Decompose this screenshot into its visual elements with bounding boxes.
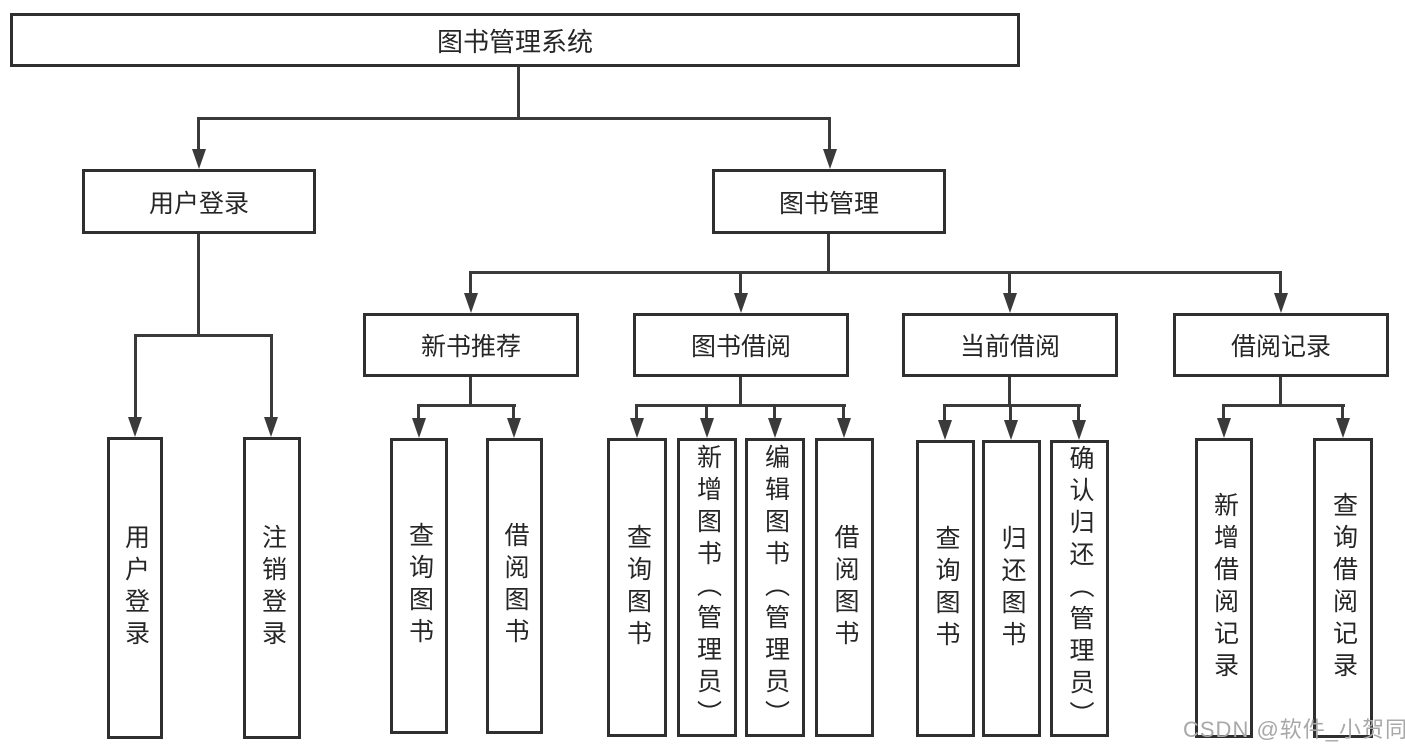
arrow-down-icon — [1003, 293, 1017, 313]
arrow-down-icon — [412, 418, 426, 438]
connector-hline — [635, 404, 846, 407]
connector-hline — [417, 404, 516, 407]
watermark: CSDN @软件_小贺同学 — [1183, 717, 1405, 742]
leaf-current-confirm-return-admin: 确认归还（管理员） — [1050, 440, 1109, 737]
arrow-down-icon — [700, 418, 714, 438]
connector-hline — [134, 334, 273, 337]
connector-vline — [705, 404, 708, 420]
leaf-borrowing-add-books-admin: 新增图书（管理员） — [677, 438, 737, 737]
arrow-down-icon — [1072, 420, 1086, 440]
connector-vline — [134, 334, 137, 418]
connector-vline — [469, 271, 472, 295]
arrow-down-icon — [1336, 418, 1350, 438]
arrow-down-icon — [1004, 420, 1018, 440]
connector-vline — [417, 404, 420, 420]
connector-vline — [827, 234, 830, 274]
connector-vline — [1008, 377, 1011, 407]
node-current-borrowing: 当前借阅 — [902, 313, 1118, 377]
connector-hline — [1222, 404, 1345, 407]
leaf-newrec-borrow-books: 借阅图书 — [486, 438, 543, 734]
arrow-down-icon — [938, 420, 952, 440]
node-borrowing-records: 借阅记录 — [1173, 313, 1389, 377]
node-book-management: 图书管理 — [712, 169, 946, 234]
leaf-borrowing-edit-books-admin: 编辑图书（管理员） — [745, 438, 805, 737]
arrow-down-icon — [464, 293, 478, 313]
leaf-current-return-books: 归还图书 — [982, 440, 1041, 737]
connector-vline — [512, 404, 515, 420]
connector-vline — [739, 271, 742, 295]
connector-vline — [197, 117, 200, 150]
connector-hline — [469, 271, 1282, 274]
connector-hline — [943, 404, 1081, 407]
connector-vline — [1222, 404, 1225, 420]
arrow-down-icon — [630, 418, 644, 438]
connector-vline — [1077, 404, 1080, 422]
arrow-down-icon — [734, 293, 748, 313]
connector-vline — [197, 234, 200, 337]
connector-vline — [1279, 377, 1282, 407]
leaf-user-login: 用户登录 — [107, 437, 163, 739]
connector-vline — [1009, 404, 1012, 422]
node-new-book-recommendation: 新书推荐 — [363, 313, 579, 377]
leaf-borrowing-query-books: 查询图书 — [607, 438, 667, 737]
leaf-current-query-books: 查询图书 — [916, 440, 975, 737]
leaf-borrowing-borrow-books: 借阅图书 — [815, 438, 874, 737]
connector-vline — [517, 67, 520, 118]
leaf-newrec-query-books: 查询图书 — [390, 438, 448, 734]
connector-vline — [469, 377, 472, 407]
node-library-management-system: 图书管理系统 — [10, 13, 1020, 67]
connector-vline — [943, 404, 946, 422]
leaf-logout: 注销登录 — [243, 437, 301, 739]
connector-vline — [828, 117, 831, 150]
connector-hline — [197, 117, 831, 120]
arrow-down-icon — [1274, 293, 1288, 313]
connector-vline — [270, 334, 273, 418]
connector-vline — [1341, 404, 1344, 420]
arrow-down-icon — [192, 149, 206, 169]
connector-vline — [739, 377, 742, 407]
arrow-down-icon — [128, 417, 142, 437]
arrow-down-icon — [1217, 418, 1231, 438]
connector-vline — [773, 404, 776, 420]
connector-vline — [1008, 271, 1011, 295]
connector-vline — [842, 404, 845, 420]
arrow-down-icon — [507, 418, 521, 438]
connector-vline — [635, 404, 638, 420]
arrow-down-icon — [264, 417, 278, 437]
arrow-down-icon — [768, 418, 782, 438]
node-book-borrowing: 图书借阅 — [633, 313, 849, 377]
arrow-down-icon — [837, 418, 851, 438]
connector-vline — [1279, 271, 1282, 295]
node-user-login: 用户登录 — [82, 169, 316, 234]
leaf-records-query-record: 查询借阅记录 — [1313, 438, 1373, 738]
leaf-records-add-record: 新增借阅记录 — [1195, 438, 1253, 738]
arrow-down-icon — [823, 149, 837, 169]
